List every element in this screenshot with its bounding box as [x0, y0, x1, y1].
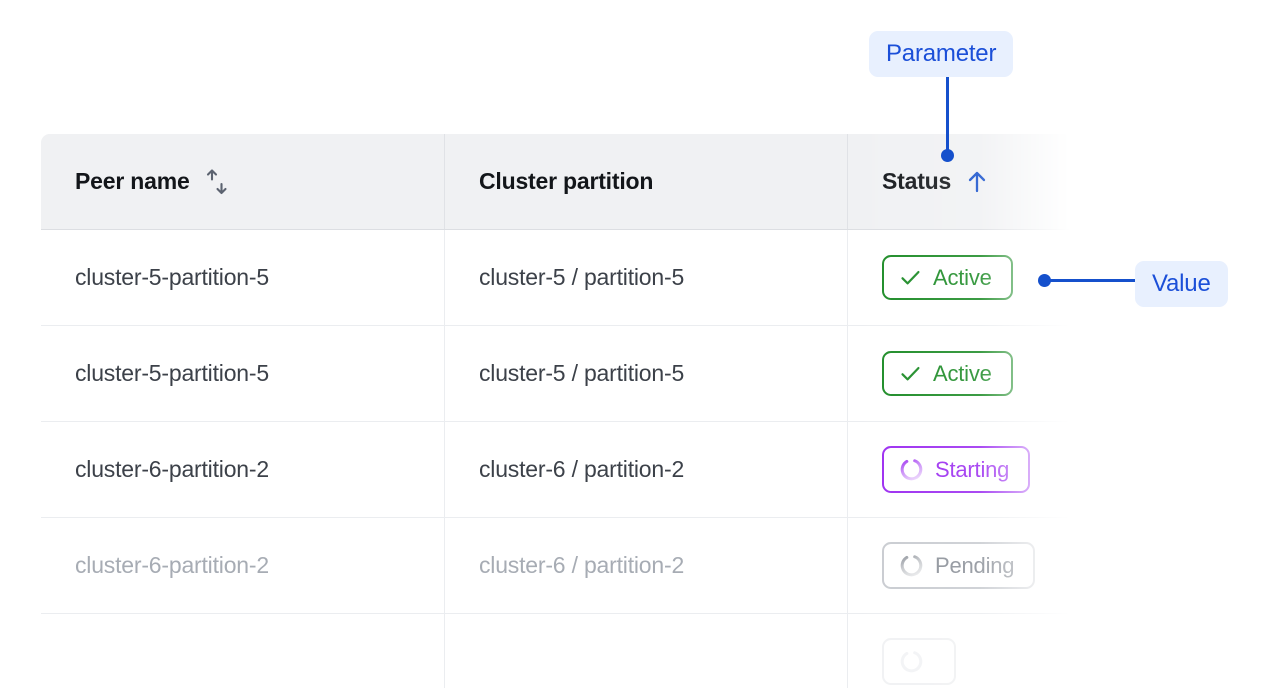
status-badge-label: Active — [933, 360, 992, 386]
peers-table: Peer name Cluster partition — [40, 133, 1072, 688]
cell-peer-name: cluster-6-partition-2 — [41, 517, 445, 614]
column-header-cluster-partition-label: Cluster partition — [479, 168, 654, 194]
value-callout-badge: Value — [1135, 261, 1228, 307]
table-header-row: Peer name Cluster partition — [41, 134, 1072, 230]
cell-cluster-partition — [444, 613, 848, 688]
column-header-peer-name[interactable]: Peer name — [41, 134, 445, 230]
cell-status: Pending — [847, 517, 1072, 614]
cell-cluster-partition: cluster-5 / partition-5 — [444, 325, 848, 422]
cell-peer-name: cluster-5-partition-5 — [41, 229, 445, 326]
cell-peer-name: cluster-5-partition-5 — [41, 325, 445, 422]
parameter-connector-line — [946, 72, 949, 156]
table-row[interactable]: cluster-5-partition-5 cluster-5 / partit… — [41, 229, 1072, 326]
check-icon — [901, 367, 920, 381]
parameter-callout-badge: Parameter — [869, 31, 1014, 77]
status-badge-active: Active — [882, 351, 1013, 396]
parameter-connector-dot — [941, 149, 954, 162]
cell-status — [847, 613, 1072, 688]
column-header-cluster-partition[interactable]: Cluster partition — [444, 134, 848, 230]
cell-status: Starting — [847, 421, 1072, 518]
column-header-peer-name-label: Peer name — [75, 168, 190, 194]
status-badge-active: Active — [882, 255, 1013, 300]
check-icon — [901, 271, 920, 285]
peers-table-container: Peer name Cluster partition — [40, 133, 1072, 688]
table-row[interactable]: cluster-5-partition-5 cluster-5 / partit… — [41, 325, 1072, 422]
status-badge-ghost — [882, 638, 956, 685]
cell-status: Active — [847, 229, 1072, 326]
column-header-status-label: Status — [882, 168, 952, 194]
cell-cluster-partition: cluster-6 / partition-2 — [444, 517, 848, 614]
cell-peer-name: cluster-6-partition-2 — [41, 421, 445, 518]
cell-peer-name — [41, 613, 445, 688]
status-badge-pending: Pending — [882, 542, 1036, 589]
status-badge-label: Starting — [935, 456, 1010, 482]
table-row[interactable] — [41, 613, 1072, 688]
value-connector-dot — [1038, 274, 1051, 287]
value-connector-line — [1046, 279, 1138, 282]
table-row[interactable]: cluster-6-partition-2 cluster-6 / partit… — [41, 421, 1072, 518]
spinner-icon — [900, 554, 923, 577]
cell-cluster-partition: cluster-6 / partition-2 — [444, 421, 848, 518]
cell-cluster-partition: cluster-5 / partition-5 — [444, 229, 848, 326]
status-badge-starting: Starting — [882, 446, 1031, 493]
status-badge-label: Pending — [935, 552, 1015, 578]
sort-arrow-up-icon[interactable] — [965, 169, 989, 195]
status-badge-label: Active — [933, 264, 992, 290]
cell-status: Active — [847, 325, 1072, 422]
table-row[interactable]: cluster-6-partition-2 cluster-6 / partit… — [41, 517, 1072, 614]
spinner-icon — [900, 650, 923, 673]
sort-updown-icon[interactable] — [204, 167, 230, 197]
table-body: cluster-5-partition-5 cluster-5 / partit… — [41, 229, 1072, 688]
table-header: Peer name Cluster partition — [41, 134, 1072, 230]
column-header-status[interactable]: Status — [847, 134, 1072, 230]
spinner-icon — [900, 458, 923, 481]
